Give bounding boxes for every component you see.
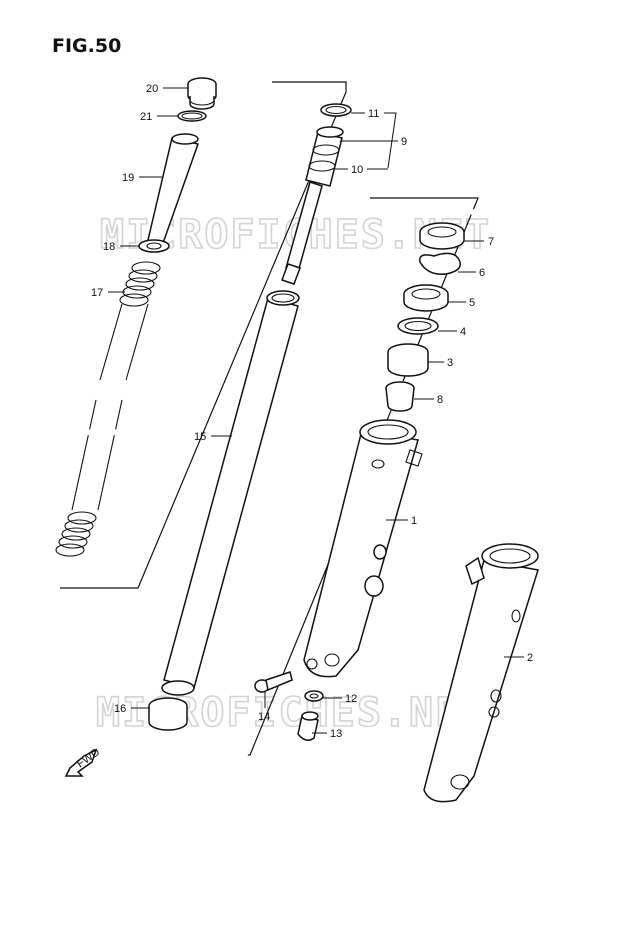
inner-tube-part <box>161 290 300 696</box>
callout-18: 18 <box>103 241 115 253</box>
bushing-part <box>148 697 188 731</box>
callout-3: 3 <box>447 357 453 369</box>
outer-tube-part <box>303 419 423 678</box>
outer-tube-right-part <box>423 543 539 803</box>
callout-1: 1 <box>411 515 417 527</box>
callout-19: 19 <box>122 172 134 184</box>
spring-part <box>55 261 161 557</box>
oil-seal-part <box>419 222 465 250</box>
callout-2: 2 <box>527 652 533 664</box>
oil-lock-piece-part <box>385 381 415 412</box>
callout-21: 21 <box>140 111 152 123</box>
callout-14: 14 <box>258 711 270 723</box>
figure-title: FIG.50 <box>52 35 121 57</box>
circlip-part <box>419 252 461 275</box>
callout-15: 15 <box>194 431 206 443</box>
callout-12: 12 <box>345 693 357 705</box>
callout-16: 16 <box>114 703 126 715</box>
seal-spacer-part <box>397 317 439 335</box>
callout-8: 8 <box>437 394 443 406</box>
spring-group-frame <box>60 81 347 589</box>
callout-4: 4 <box>460 326 466 338</box>
drain-bolt-part <box>297 711 319 741</box>
callout-7: 7 <box>488 236 494 248</box>
callout-11: 11 <box>368 108 379 120</box>
callout-13: 13 <box>330 728 342 740</box>
callout-17: 17 <box>91 287 103 299</box>
callout-10: 10 <box>351 164 363 176</box>
retainer-part <box>403 284 449 312</box>
gasket-part <box>304 690 324 702</box>
callout-6: 6 <box>479 267 485 279</box>
cap-bolt-part <box>187 77 217 110</box>
guide-bushing-part <box>387 343 429 377</box>
damper-rod-part <box>281 126 344 285</box>
callout-20: 20 <box>146 83 158 95</box>
fwd-arrow: FWD <box>64 746 102 777</box>
callout-5: 5 <box>469 297 475 309</box>
washer-part <box>138 239 170 253</box>
bolt-part <box>254 671 293 693</box>
fwd-label: FWD <box>75 746 102 770</box>
callout-9: 9 <box>401 136 407 148</box>
ring-part <box>320 103 352 117</box>
